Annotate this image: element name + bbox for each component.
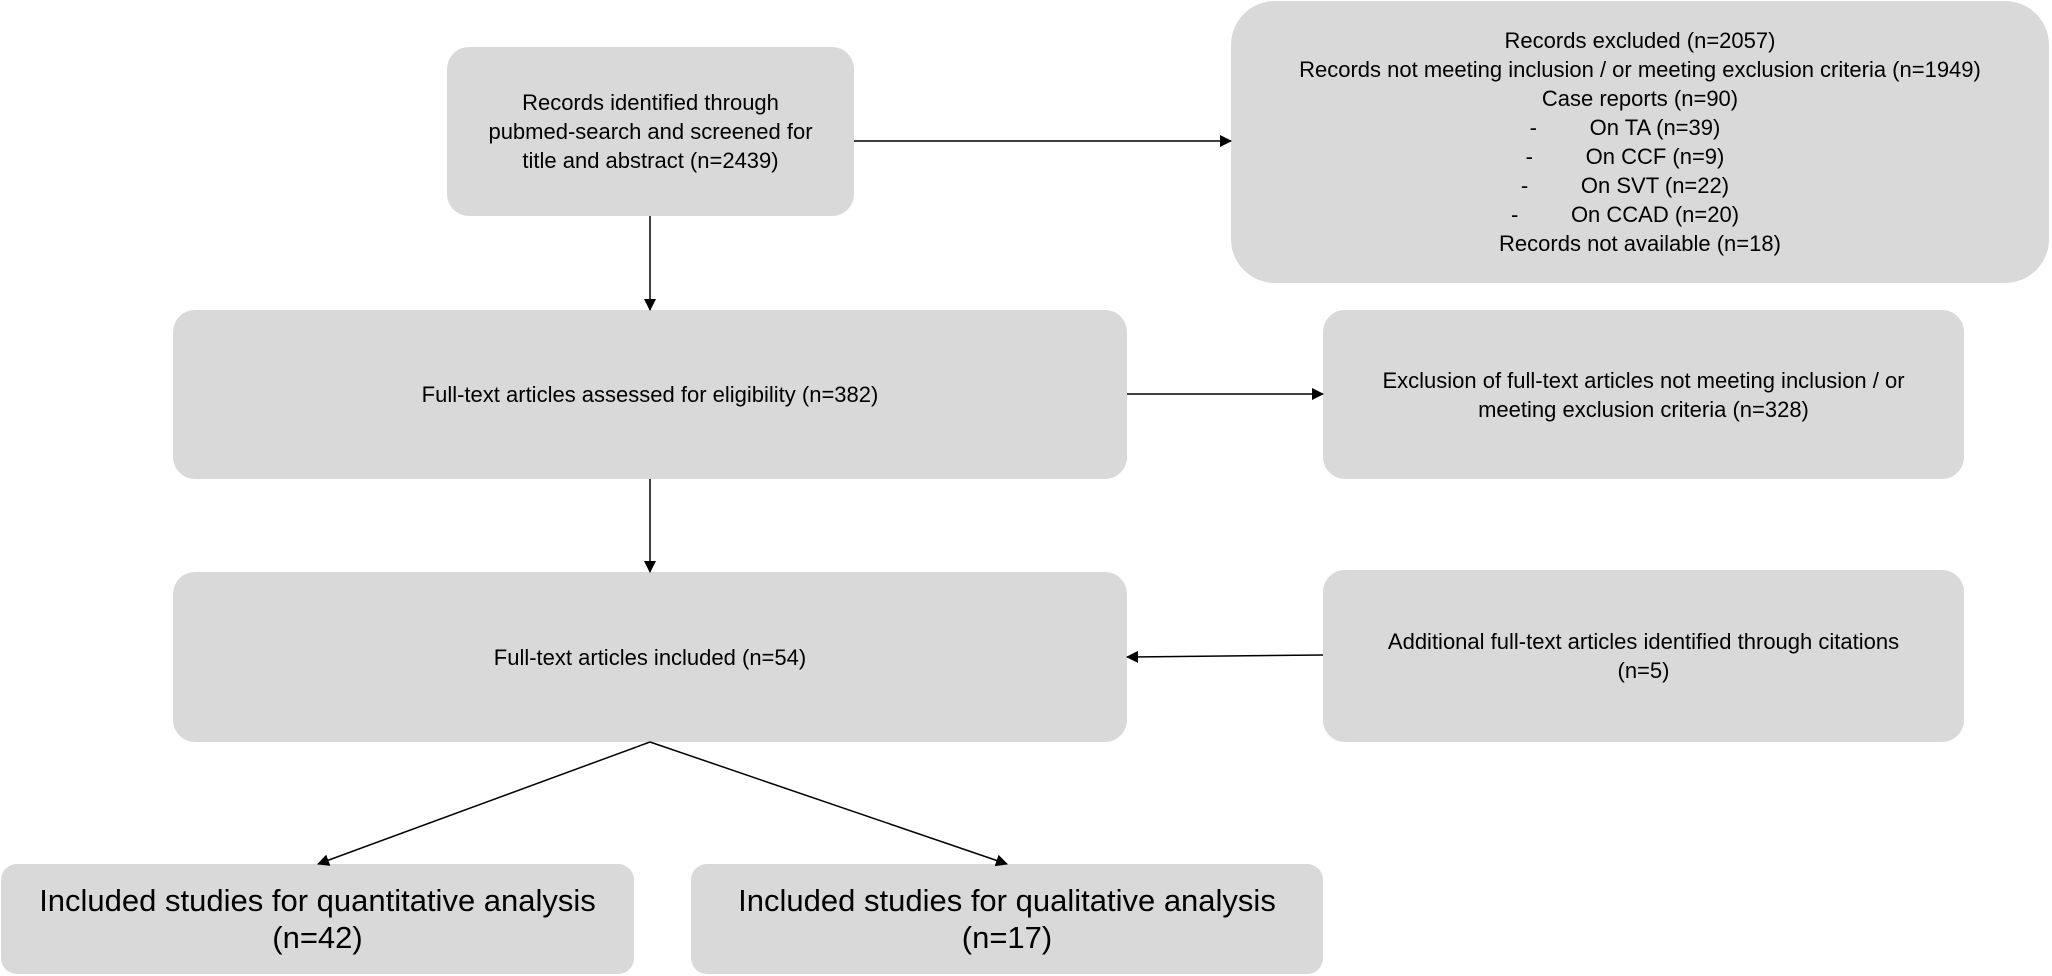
bullet-dash: - [1520, 173, 1529, 198]
case-report-subitem: - On SVT (n=22) [1216, 171, 2034, 200]
bullet-dash: - [1525, 144, 1533, 169]
fulltext-excluded-line-2: meeting exclusion criteria (n=328) [1478, 396, 1809, 422]
case-report-subitem: - On CCF (n=9) [1216, 142, 2034, 171]
subitem-label: On SVT (n=22) [1580, 173, 1730, 198]
arrow-included-to-quantitative [317, 741, 651, 866]
subitem-label: On CCF (n=9) [1585, 144, 1725, 169]
qualitative-analysis-line-2: (n=17) [961, 920, 1053, 955]
case-report-subitem: - On TA (n=39) [1216, 113, 2034, 142]
records-not-meeting-criteria: Records not meeting inclusion / or meeti… [1299, 57, 1981, 82]
case-reports: Case reports (n=90) [1541, 86, 1739, 111]
records-identified-line-2: pubmed-search and screened for [488, 119, 813, 144]
subitem-label: On TA (n=39) [1589, 115, 1721, 140]
quantitative-analysis-line-1: Included studies for quantitative analys… [39, 883, 596, 918]
additional-articles-box: Additional full-text articles identified… [1323, 570, 1964, 742]
records-identified-box: Records identified through pubmed-search… [447, 47, 854, 216]
bullet-dash: - [1529, 115, 1537, 140]
case-report-subitem: - On CCAD (n=20) [1216, 200, 2034, 229]
records-not-available: Records not available (n=18) [1499, 231, 1781, 256]
quantitative-analysis-line-2: (n=42) [272, 920, 363, 955]
additional-articles-line-1: Additional full-text articles identified… [1387, 629, 1900, 654]
additional-articles-line-2: (n=5) [1617, 658, 1670, 683]
qualitative-analysis-box: Included studies for qualitative analysi… [691, 864, 1323, 974]
records-excluded-header: Records excluded (n=2057) [1504, 28, 1776, 53]
fulltext-included-label: Full-text articles included (n=54) [493, 644, 807, 670]
subitem-label: On CCAD (n=20) [1570, 202, 1740, 227]
fulltext-excluded-box: Exclusion of full-text articles not meet… [1323, 310, 1964, 479]
arrow-included-to-qualitative [649, 741, 1008, 867]
records-identified-line-3: title and abstract (n=2439) [522, 148, 779, 173]
bullet-dash: - [1510, 202, 1519, 227]
fulltext-assessed-box: Full-text articles assessed for eligibil… [173, 310, 1127, 479]
fulltext-included-box: Full-text articles included (n=54) [173, 572, 1127, 742]
quantitative-analysis-box: Included studies for quantitative analys… [1, 864, 634, 974]
fulltext-excluded-line-1: Exclusion of full-text articles not meet… [1382, 367, 1905, 393]
fulltext-assessed-label: Full-text articles assessed for eligibil… [421, 382, 879, 407]
arrow-additional-to-included [1126, 650, 1324, 663]
records-excluded-box: Records excluded (n=2057) Records not me… [1231, 1, 2049, 283]
records-identified-line-1: Records identified through [522, 90, 779, 115]
qualitative-analysis-line-1: Included studies for qualitative analysi… [738, 883, 1276, 918]
